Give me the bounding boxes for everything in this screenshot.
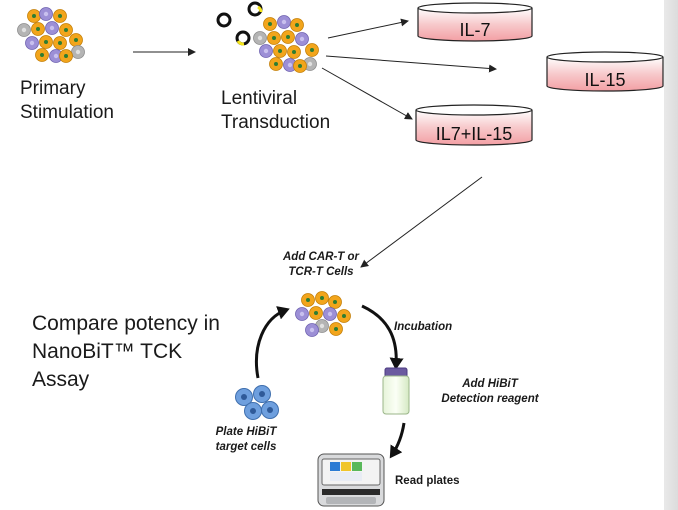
label-lentiviral-transduction: Lentiviral Transduction: [221, 88, 331, 133]
lentivirus-icons: [216, 1, 263, 46]
label-compare-potency: Compare potency in NanoBiT™ TCK Assay: [32, 312, 220, 391]
arrow-targets-to-cells: [254, 306, 290, 379]
workflow-diagram: [17, 1, 664, 507]
arrow-incubation: [361, 304, 404, 370]
label-primary-stimulation: Primary Stimulation: [20, 78, 114, 123]
label-add-reagent: Add HiBiT Detection reagent: [441, 378, 539, 405]
label-incubation: Incubation: [394, 321, 453, 333]
dish-label-il7-il15: IL7+IL-15: [435, 124, 513, 144]
label-plate-targets: Plate HiBiT target cells: [215, 426, 277, 453]
dish-label-il15: IL-15: [584, 70, 626, 90]
target-cells-icon: [235, 385, 279, 420]
cell-cluster-car-t: [295, 291, 351, 337]
arrow-to-il15: [325, 55, 497, 73]
arrow-to-il7-il15: [321, 67, 413, 120]
label-read-plates: Read plates: [395, 475, 460, 487]
plate-reader-icon: [317, 453, 385, 507]
label-add-cells: Add CAR-T or TCR-T Cells: [282, 251, 359, 278]
arrow-to-reader: [389, 422, 406, 459]
dish-il7: [417, 2, 533, 42]
arrow-to-il7: [327, 18, 409, 39]
right-edge-strip: [664, 0, 678, 510]
arrow-to-assay: [360, 176, 483, 268]
dish-label-il7: IL-7: [459, 20, 491, 40]
reagent-tube-icon: [382, 367, 410, 415]
cell-cluster-transduced: [253, 15, 319, 73]
cell-cluster-primary: [17, 7, 85, 63]
dish-il15: [546, 51, 664, 92]
dish-il7-il15: [415, 104, 533, 146]
